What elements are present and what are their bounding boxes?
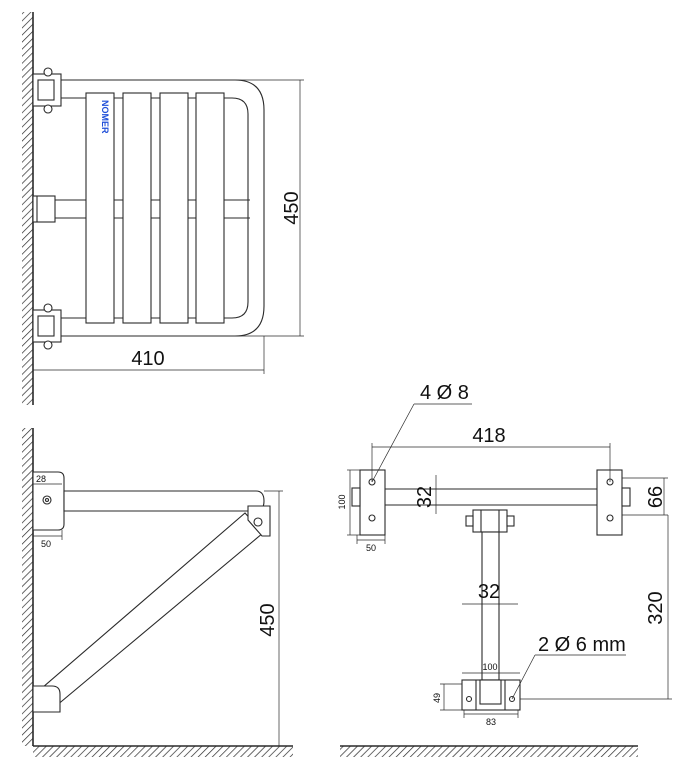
seat-frame-outer (60, 79, 265, 337)
wall-bracket-hole (42, 495, 52, 505)
slat-1 (85, 92, 115, 324)
side-view: 28 50 450 (22, 428, 293, 757)
seat-bar (63, 490, 265, 512)
plan-center-clamp-tab-left (465, 515, 474, 527)
leader-2-holes (511, 654, 536, 700)
diagonal-strut (41, 512, 264, 707)
floor-hatch-plan (340, 746, 638, 757)
label-2-holes: 2 Ø 6 mm (538, 634, 626, 656)
dim-100l-label: 100 (337, 494, 347, 509)
plan-left-hole-bottom (368, 514, 376, 522)
bottom-hinge-pin (37, 315, 55, 337)
dim-418-label: 418 (472, 425, 505, 447)
wall-hatch-front (22, 12, 33, 405)
plan-center-clamp-tab-right (506, 515, 515, 527)
slat-4 (195, 92, 225, 324)
floor-hatch-side (33, 746, 293, 757)
strut-top-hole (253, 517, 263, 527)
wall-hatch-side (22, 428, 33, 746)
plan-right-hole-bottom (606, 514, 614, 522)
dim-83-label: 83 (486, 717, 496, 727)
dim-100b-label: 100 (482, 662, 497, 672)
dim-28-label: 28 (36, 474, 46, 484)
plan-view: 4 Ø 8 418 32 66 100 50 32 320 (337, 382, 672, 757)
top-hinge-bolt-2 (43, 104, 53, 114)
seat-frame-inner (60, 97, 249, 319)
dim-410-label: 410 (131, 348, 164, 370)
brand-logo: NOMER (100, 100, 110, 134)
bottom-hinge-bolt-2 (43, 340, 53, 350)
plan-left-tab (351, 487, 361, 507)
dim-50p-label: 50 (366, 543, 376, 553)
wall-bracket-hole-center (44, 497, 50, 503)
plan-stem (481, 531, 500, 681)
front-view: NOMER 450 410 (22, 12, 304, 405)
bottom-bracket (32, 685, 61, 713)
top-hinge-pin (37, 79, 55, 101)
label-4-holes: 4 Ø 8 (420, 382, 469, 404)
bottom-hinge-bolt-1 (43, 303, 53, 313)
dim-50-label: 50 (41, 539, 51, 549)
slat-2 (122, 92, 152, 324)
dim-49-label: 49 (432, 693, 442, 703)
dim-66-label: 66 (645, 486, 667, 508)
center-bracket (32, 195, 56, 223)
plan-center-clamp (472, 509, 508, 533)
leader-4-holes (371, 403, 415, 483)
dim-32-top-label: 32 (414, 486, 436, 508)
top-hinge-bolt-1 (43, 67, 53, 77)
plan-right-tab (621, 487, 631, 507)
plan-foot-clamp (479, 679, 502, 705)
plan-foot-hole-left (465, 695, 473, 703)
plan-horizontal-bar (363, 488, 619, 506)
dim-450s-label: 450 (257, 603, 279, 636)
dim-32-stem-label: 32 (478, 581, 500, 603)
dim-320-label: 320 (645, 591, 667, 624)
slat-3 (159, 92, 189, 324)
dim-450-label: 450 (281, 191, 303, 224)
